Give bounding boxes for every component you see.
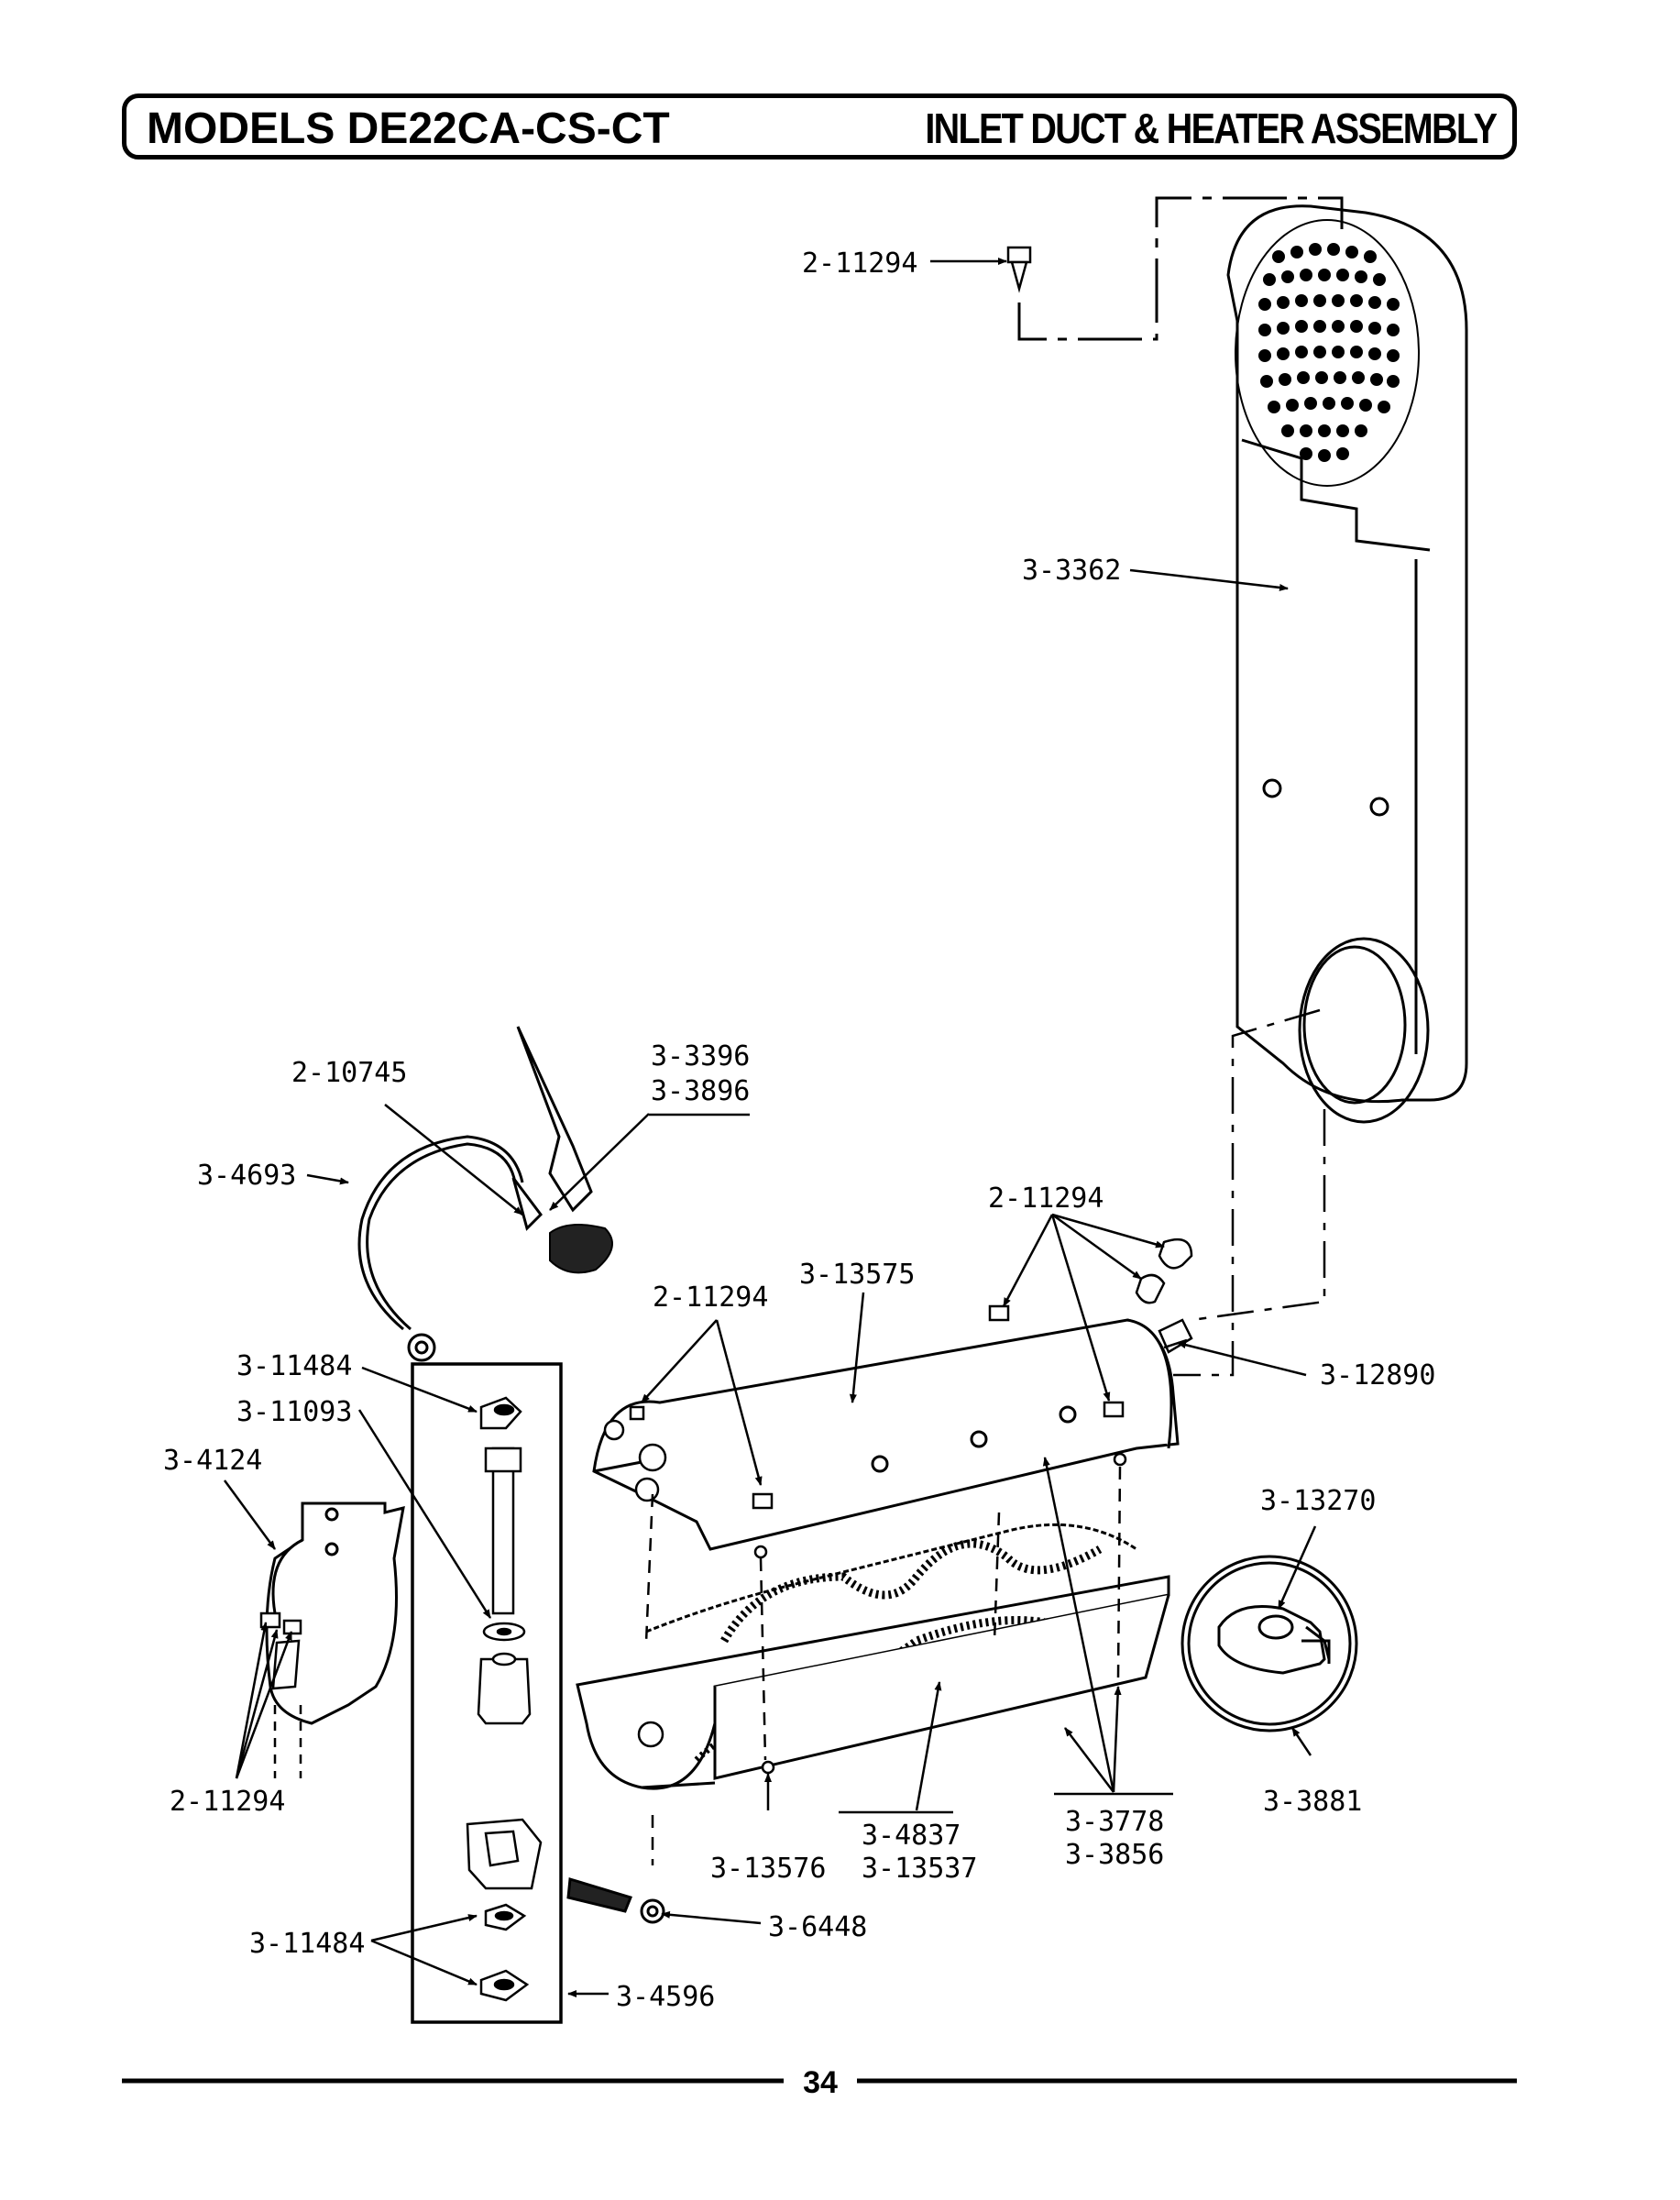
label-insulator-a: 3-3778 (1065, 1806, 1164, 1838)
label-element-b: 3-13537 (862, 1853, 977, 1885)
inlet-duct (1226, 204, 1468, 1124)
heater-shell-bottom (576, 1575, 1170, 1790)
label-bracket: 3-12890 (1320, 1359, 1435, 1392)
label-terminal-kit: 3-4596 (616, 1981, 715, 2013)
label-jumper-wire: 2-10745 (291, 1057, 407, 1089)
label-clamp: 3-4124 (163, 1445, 262, 1477)
label-limiter-assy: 3-3881 (1263, 1786, 1362, 1818)
page-number: 34 (803, 2065, 838, 2100)
label-heater-housing: 3-13575 (799, 1259, 915, 1291)
duct-leaders (1173, 1008, 1326, 1377)
heater-leaders (644, 1466, 1122, 1865)
label-nut-bottom: 3-11484 (249, 1928, 365, 1960)
label-stud: 3-11093 (236, 1396, 352, 1428)
page-header: MODELS DE22CA-CS-CT INLET DUCT & HEATER … (122, 94, 1517, 160)
label-element-a: 3-4837 (862, 1820, 961, 1852)
terminal-kit-parts (466, 1396, 543, 2002)
label-limiter: 3-13270 (1260, 1485, 1376, 1517)
label-insulator-b: 3-3856 (1065, 1839, 1164, 1871)
label-screw-top: 2-11294 (802, 248, 917, 280)
assembly-title: INLET DUCT & HEATER ASSEMBLY (925, 104, 1498, 152)
label-screw-right: 2-11294 (988, 1182, 1104, 1215)
page-footer: 34 (122, 2065, 1517, 2100)
limiter-callout (1180, 1555, 1358, 1732)
label-nut-top: 3-11484 (236, 1350, 352, 1382)
clamp-leaders (273, 1705, 302, 1778)
heater-housing-top (592, 1318, 1180, 1551)
label-duct: 3-3362 (1022, 555, 1121, 587)
label-thermostat-a: 3-3396 (651, 1040, 750, 1072)
label-wire-lead: 3-4693 (197, 1160, 296, 1192)
label-screw-left: 2-11294 (170, 1786, 285, 1818)
label-thermostat-b: 3-3896 (651, 1075, 750, 1107)
label-terminal: 3-6448 (768, 1911, 867, 1943)
terminal-ring (566, 1877, 665, 1924)
terminal-kit-box (411, 1362, 563, 2024)
leader-lines (223, 258, 1317, 1997)
label-bottom-shell: 3-13576 (710, 1853, 826, 1885)
clamp (265, 1502, 405, 1725)
wire-lead (357, 1026, 613, 1362)
models-title: MODELS DE22CA-CS-CT (147, 104, 670, 153)
screw-icon (1006, 246, 1032, 293)
grille-holes (1258, 243, 1400, 462)
top-screw-leader (1017, 196, 1344, 341)
label-screw-mid: 2-11294 (653, 1282, 768, 1314)
part-labels: 2-11294 3-3362 2-10745 3-3396 3-3896 3-4… (163, 248, 1435, 2013)
